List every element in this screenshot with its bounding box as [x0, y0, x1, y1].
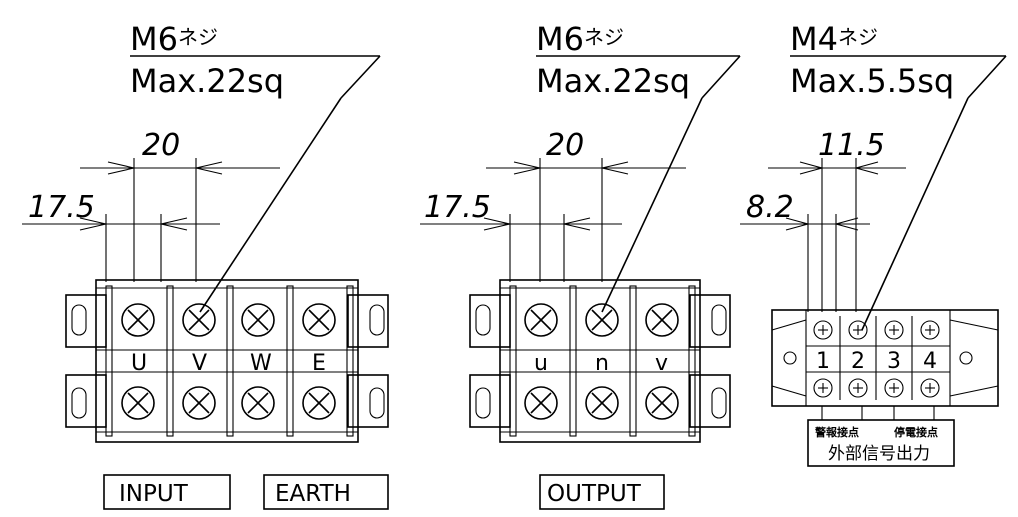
outage-contact-label: 停電接点 — [894, 425, 938, 439]
signal-terminal-2: 2 — [851, 349, 865, 374]
signal-dim-pitch: 11.5 — [818, 128, 885, 163]
signal-screw-spec: M4 — [790, 20, 838, 58]
output-label: OUTPUT — [547, 481, 642, 507]
input-terminal-u: U — [131, 351, 147, 376]
output-terminal-block: M6 ネジ Max.22sq 20 17.5 — [420, 20, 741, 510]
signal-terminal-1: 1 — [816, 349, 830, 374]
input-terminal-v: V — [192, 351, 207, 376]
alarm-contact-label: 警報接点 — [814, 425, 859, 439]
input-label: INPUT — [119, 481, 189, 507]
input-wire-spec: Max.22sq — [130, 62, 284, 100]
output-dim-offset: 17.5 — [424, 190, 491, 225]
signal-terminal-4: 4 — [923, 349, 937, 374]
input-screw-jp: ネジ — [178, 25, 218, 49]
signal-terminal-3: 3 — [887, 349, 901, 374]
external-signal-label: 外部信号出力 — [828, 444, 930, 464]
output-terminal-u: u — [534, 351, 548, 376]
output-wire-spec: Max.22sq — [536, 62, 690, 100]
input-terminal-block: M6 ネジ Max.22sq 20 17.5 — [22, 20, 389, 510]
earth-label: EARTH — [275, 481, 351, 507]
input-dim-offset: 17.5 — [28, 190, 95, 225]
output-dim-pitch: 20 — [546, 128, 584, 163]
input-terminal-e: E — [312, 351, 326, 376]
output-screw-spec: M6 — [536, 20, 584, 58]
signal-dim-offset: 8.2 — [746, 190, 794, 225]
signal-terminal-block: M4 ネジ Max.5.5sq 11.5 8.2 — [740, 20, 1007, 467]
output-terminal-n: n — [595, 351, 609, 376]
output-terminal-v: v — [655, 351, 668, 376]
input-terminal-w: W — [250, 351, 272, 376]
input-screw-spec: M6 — [130, 20, 178, 58]
input-dim-pitch: 20 — [142, 128, 180, 163]
output-screw-jp: ネジ — [584, 25, 624, 49]
signal-screw-jp: ネジ — [838, 25, 878, 49]
signal-wire-spec: Max.5.5sq — [790, 62, 954, 100]
